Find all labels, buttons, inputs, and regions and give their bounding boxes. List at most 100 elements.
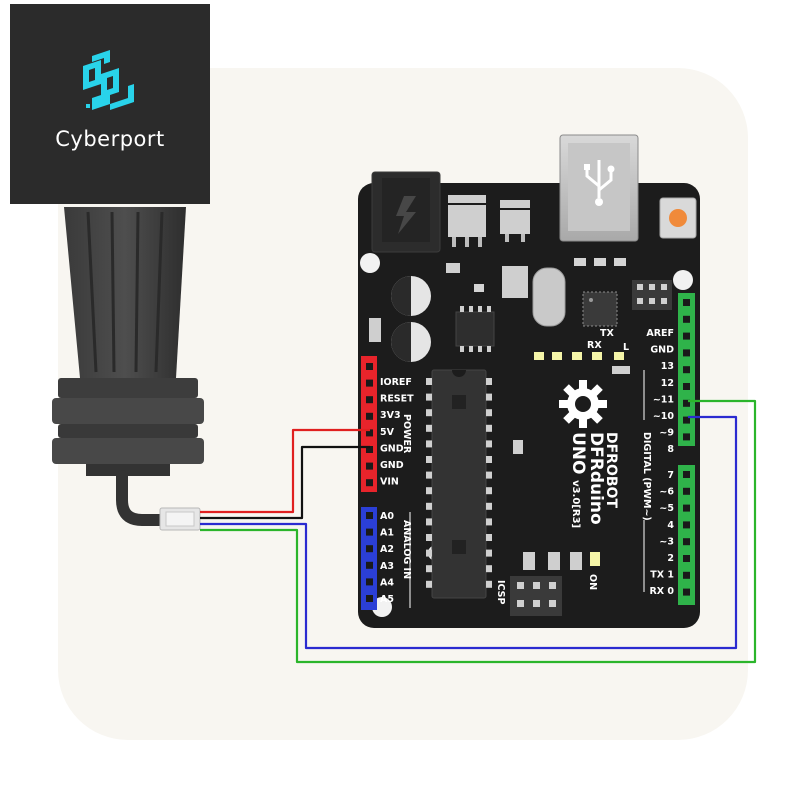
sensor-module <box>52 207 204 531</box>
icsp-header-top <box>632 280 672 310</box>
header-socket <box>366 578 373 586</box>
header-socket <box>683 521 690 529</box>
pin-label: A0 <box>380 511 394 522</box>
header-socket <box>683 349 690 357</box>
chip-pin <box>426 549 432 557</box>
header-socket <box>683 588 690 596</box>
header-socket <box>366 479 373 487</box>
pin-label: GND <box>380 460 404 471</box>
chip-pin <box>426 424 432 432</box>
component <box>570 552 582 570</box>
chip-pin <box>486 580 492 588</box>
pin-label: 2 <box>667 553 674 564</box>
cyberport-logo: Cyberport <box>10 4 210 204</box>
pin-label: IOREF <box>380 377 412 388</box>
cyberport-logo-icon <box>83 50 134 110</box>
arduino-board: TX RX L <box>358 134 700 628</box>
chip-pin <box>486 440 492 448</box>
chip-pin <box>426 456 432 463</box>
pin-label: RX 0 <box>649 586 674 597</box>
pin-label: ~9 <box>659 428 674 439</box>
wire-blue <box>200 415 738 650</box>
header-socket <box>366 595 373 602</box>
pin-label: ~11 <box>653 394 674 405</box>
pin-label: RESET <box>380 394 414 405</box>
chip-pin <box>486 409 492 417</box>
header-socket <box>366 561 373 569</box>
chip-pin <box>426 580 432 588</box>
pin-label: A2 <box>380 544 394 555</box>
voltage-regulator <box>500 200 530 242</box>
header-socket <box>366 379 373 387</box>
component <box>614 258 626 266</box>
wire-red <box>200 428 370 514</box>
pin-label: ~3 <box>659 536 674 547</box>
variant-name: UNO v3.0[R3] <box>568 432 588 528</box>
led-row <box>534 352 630 374</box>
chip-pin <box>486 487 492 495</box>
header-socket <box>366 363 373 370</box>
model-name: DFRduino <box>586 432 606 525</box>
pin-label: 3V3 <box>380 410 401 421</box>
wire-black <box>200 445 370 520</box>
header-socket <box>366 396 373 404</box>
pin-label: ~6 <box>659 487 674 498</box>
wires <box>200 399 757 664</box>
pin-label: A1 <box>380 528 394 539</box>
chip-pin <box>486 565 492 573</box>
pin-label: A4 <box>380 577 394 588</box>
chip-pin <box>426 502 432 510</box>
power-section-label: POWER <box>401 414 412 454</box>
header-socket <box>683 383 690 390</box>
chip-pin <box>486 549 492 557</box>
pin-label: GND <box>650 345 674 356</box>
component <box>594 258 606 266</box>
pin-label: 7 <box>667 470 674 481</box>
header-socket <box>366 446 373 453</box>
pin-label: 4 <box>667 520 674 531</box>
header-socket <box>683 299 690 306</box>
digital-header-lower <box>678 465 695 605</box>
rx-label: RX <box>587 340 602 351</box>
pin-label: ~5 <box>659 503 674 514</box>
header-socket <box>366 528 373 536</box>
reset-button <box>659 197 697 239</box>
power-header <box>361 356 377 492</box>
wire-green <box>200 399 757 664</box>
mount-hole <box>360 253 380 273</box>
chip-pin <box>426 565 432 573</box>
header-socket <box>683 471 690 478</box>
dfrobot-logo-icon <box>559 380 607 428</box>
pin-label: A3 <box>380 561 394 572</box>
pin-label: ~10 <box>653 411 675 422</box>
pin-label: VIN <box>380 477 399 488</box>
chip-pin <box>486 471 492 479</box>
chip-pin <box>486 456 492 463</box>
icsp-label: ICSP <box>495 580 506 605</box>
chip-pin <box>426 471 432 479</box>
pin-label: 8 <box>667 444 674 455</box>
mount-hole <box>673 270 693 290</box>
header-socket <box>683 399 690 407</box>
chip-pin <box>486 393 492 401</box>
on-label: ON <box>587 574 598 590</box>
chip-pin <box>486 518 492 526</box>
brand-name: DFROBOT <box>603 432 619 508</box>
header-socket <box>366 429 373 437</box>
pin-label: 5V <box>380 427 395 438</box>
header-socket <box>683 487 690 495</box>
analog-header <box>361 507 377 610</box>
tx-label: TX <box>600 328 614 339</box>
chip-pin <box>426 487 432 495</box>
header-socket <box>683 571 690 579</box>
chip-pin <box>426 534 432 541</box>
chip-pin <box>426 409 432 417</box>
capacitor <box>391 322 431 362</box>
component <box>513 440 523 454</box>
header-socket <box>683 504 690 512</box>
chip-pin <box>426 518 432 526</box>
chip-pin <box>486 424 492 432</box>
chip-pin <box>486 534 492 541</box>
header-socket <box>683 538 690 546</box>
